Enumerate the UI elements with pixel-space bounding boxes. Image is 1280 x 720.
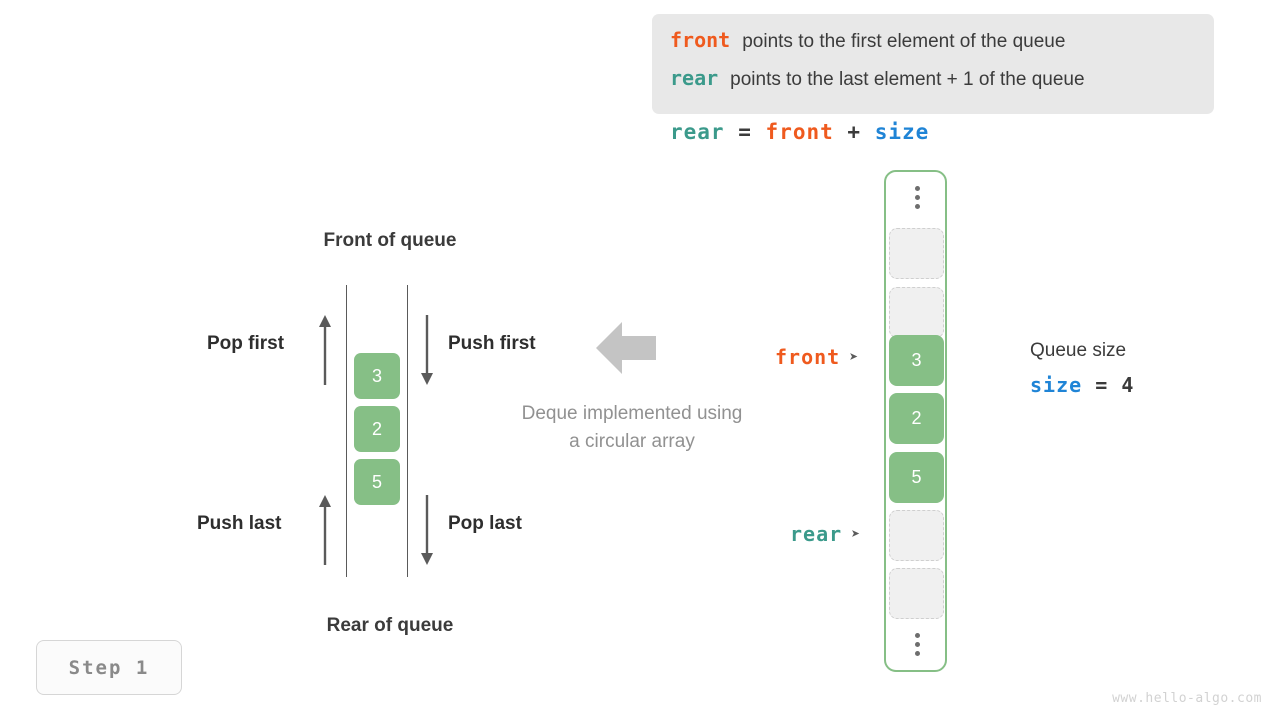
front-pointer-label: front: [775, 345, 841, 369]
array-slot-7: [889, 568, 944, 619]
queue-size-block: Queue size size = 4: [1030, 340, 1134, 397]
push-first-arrow-icon: [421, 315, 433, 385]
rear-formula: rear = front + size: [670, 120, 929, 144]
rear-pointer: rear ➤: [790, 522, 861, 546]
deque-caption-line2: a circular array: [569, 431, 695, 452]
array-slot-4: 2: [889, 393, 944, 444]
watermark: www.hello-algo.com: [1112, 691, 1262, 706]
push-first-label: Push first: [448, 333, 536, 354]
deque-cell-1: 2: [354, 406, 400, 452]
size-value: 4: [1121, 373, 1135, 397]
formula-rear: rear: [670, 120, 725, 144]
deque-caption-line1: Deque implemented using: [521, 403, 743, 424]
circular-array: 3 2 5: [884, 170, 947, 672]
definition-line-front: front points to the first element of the…: [670, 28, 1196, 66]
array-slot-6: [889, 510, 944, 561]
size-equals: =: [1095, 373, 1109, 397]
size-variable: size: [1030, 373, 1083, 397]
rear-pointer-arrow-icon: ➤: [851, 524, 862, 543]
deque-diagram: Front of queue 3 2 5 Pop first Push firs…: [180, 225, 600, 645]
pop-last-arrow-icon: [421, 495, 433, 565]
push-last-label: Push last: [197, 513, 282, 534]
pop-first-arrow-icon: [319, 315, 331, 385]
deque-cell-0: 3: [354, 353, 400, 399]
rear-pointer-label: rear: [790, 522, 843, 546]
step-badge: Step 1: [36, 640, 182, 695]
formula-size: size: [874, 120, 930, 144]
deque-rail-left: [346, 285, 347, 577]
front-of-queue-label: Front of queue: [323, 230, 457, 251]
array-slot-3: 3: [889, 335, 944, 386]
rear-description: points to the last element + 1 of the qu…: [730, 69, 1085, 90]
front-pointer-arrow-icon: ➤: [849, 347, 860, 366]
array-ellipsis-top-icon: [886, 186, 949, 209]
front-description: points to the first element of the queue: [742, 31, 1066, 52]
queue-size-caption: Queue size: [1030, 340, 1127, 361]
push-last-arrow-icon: [319, 495, 331, 565]
deque-caption: Deque implemented using a circular array: [472, 400, 792, 456]
deque-rail-right: [407, 285, 408, 577]
formula-plus: +: [847, 120, 862, 144]
array-ellipsis-bottom-icon: [886, 633, 949, 656]
formula-front: front: [765, 120, 834, 144]
deque-cell-2: 5: [354, 459, 400, 505]
left-arrow-icon: [596, 322, 656, 374]
front-pointer: front ➤: [775, 345, 859, 369]
definition-line-rear: rear points to the last element + 1 of t…: [670, 66, 1196, 104]
formula-equals: =: [738, 120, 752, 144]
rear-keyword: rear: [670, 66, 719, 90]
front-keyword: front: [670, 28, 731, 52]
array-slot-2: [889, 287, 944, 338]
rear-of-queue-label: Rear of queue: [326, 615, 454, 636]
pop-first-label: Pop first: [207, 333, 285, 354]
queue-size-expression: size = 4: [1030, 373, 1134, 397]
definition-banner: front points to the first element of the…: [652, 14, 1214, 114]
array-slot-5: 5: [889, 452, 944, 503]
array-slot-1: [889, 228, 944, 279]
pop-last-label: Pop last: [448, 513, 522, 534]
